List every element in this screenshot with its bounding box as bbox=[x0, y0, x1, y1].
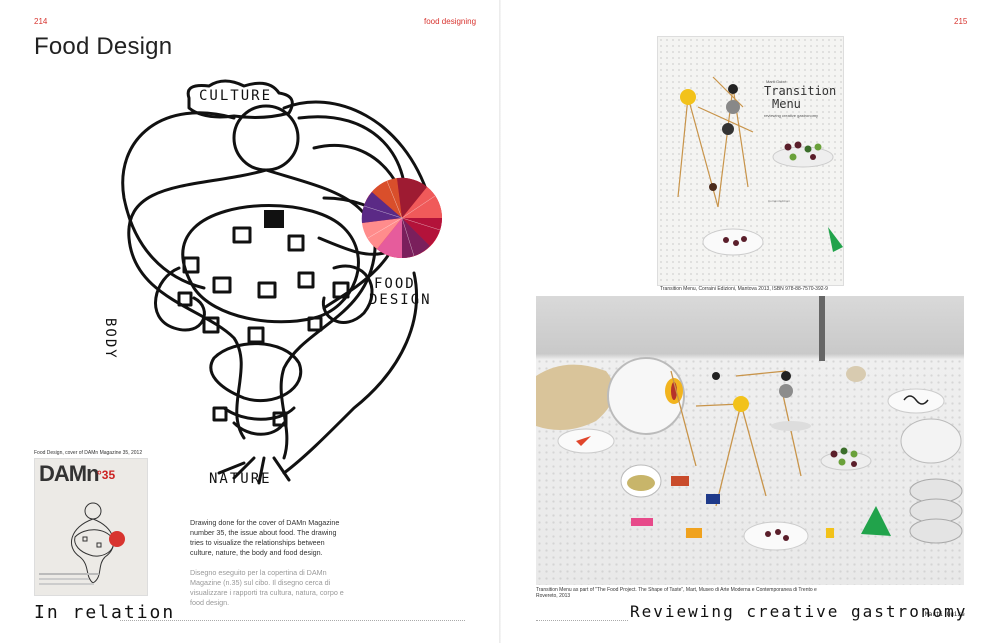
magazine-caption: Food Design, cover of DAMn Magazine 35, … bbox=[34, 450, 143, 456]
food-design-pie bbox=[361, 177, 442, 258]
footer-handwritten: Reviewing creative gastronomy bbox=[630, 602, 968, 621]
footer-rule bbox=[120, 620, 465, 621]
magazine-drawing bbox=[70, 502, 125, 584]
magazine-cover: DAMn °35 bbox=[34, 458, 148, 596]
exhibition-still-life bbox=[536, 296, 963, 551]
book-title-line2: Menu bbox=[772, 97, 801, 111]
gutter bbox=[499, 0, 501, 643]
page-number: 214 bbox=[34, 17, 48, 26]
left-page: 214 Food Design bbox=[34, 17, 465, 623]
food-design-drawing: CULTURE BODY FOOD DESIGN NATURE bbox=[102, 79, 442, 487]
page-number: 215 bbox=[954, 17, 968, 26]
book-cover-photo: Marti Guixé Transition Menu reviewing cr… bbox=[657, 36, 844, 286]
page-title: Food Design bbox=[34, 33, 173, 60]
footer-handwritten: In relation bbox=[34, 602, 176, 623]
footer-signature: Marti Guixé bbox=[925, 611, 965, 618]
book-subtitle: reviewing creative gastronomy bbox=[764, 113, 819, 118]
label-culture: CULTURE bbox=[199, 88, 272, 104]
book-author: Marti Guixé bbox=[766, 79, 787, 84]
running-head: food designing bbox=[424, 17, 477, 26]
body-text-italian: Disegno eseguito per la copertina di DAM… bbox=[190, 568, 344, 607]
label-body: BODY bbox=[102, 318, 118, 360]
label-design: DESIGN bbox=[369, 292, 432, 308]
book-title-line1: Transition bbox=[764, 84, 837, 98]
magazine-masthead: DAMn bbox=[39, 461, 100, 486]
book-publisher: Corraini Edizioni bbox=[768, 199, 790, 203]
label-nature: NATURE bbox=[209, 471, 272, 487]
label-food: FOOD bbox=[374, 276, 416, 292]
footer-rule bbox=[536, 620, 628, 621]
book-cover-still-life bbox=[677, 76, 843, 256]
book-caption: Transition Menu, Corraini Edizioni, Mant… bbox=[660, 286, 828, 292]
magazine-issue: °35 bbox=[97, 468, 116, 482]
exhibition-photo bbox=[536, 296, 964, 585]
photo-caption: Transition Menu as part of "The Food Pro… bbox=[536, 587, 817, 599]
right-page: food designing 215 Marti Guixé Transitio… bbox=[424, 0, 1000, 643]
body-text-english: Drawing done for the cover of DAMn Magaz… bbox=[190, 518, 340, 557]
